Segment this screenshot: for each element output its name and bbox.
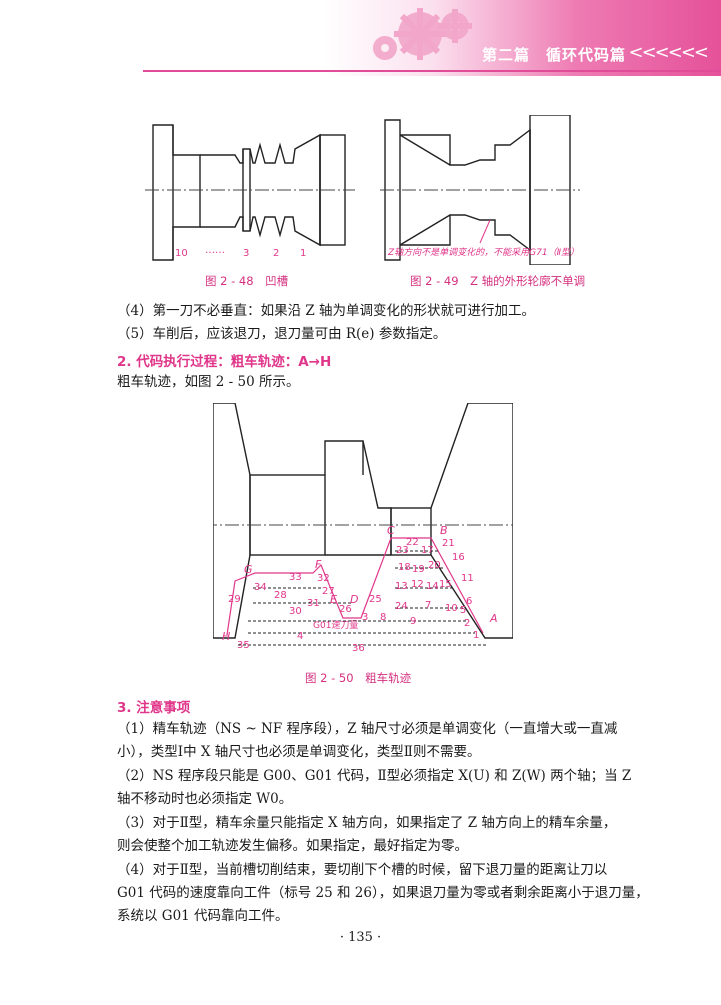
page-number: · 135 · xyxy=(339,930,382,945)
step-label-7: 7 xyxy=(425,600,432,611)
step-label-20: 20 xyxy=(428,560,441,571)
step-label-31: 31 xyxy=(307,598,320,609)
step-label-5: 5 xyxy=(460,605,467,616)
step-label-21: 21 xyxy=(442,538,455,549)
note-1-line-1: （1）精车轨迹（NS ~ NF 程序段），Z 轴尺寸必须是单调变化（一直增大或一… xyxy=(117,721,618,737)
step-label-10: 10 xyxy=(445,603,458,614)
step-label-4: 4 xyxy=(297,631,304,642)
step-label-9: 9 xyxy=(410,616,417,627)
step-label-36: 36 xyxy=(352,643,365,654)
chapter-title: 第二篇 循环代码篇 xyxy=(481,46,626,64)
step-label-3: 3 xyxy=(362,612,369,623)
note-3-line-1: （3）对于Ⅱ型，精车余量只能指定 X 轴方向，如果指定了 Z 轴方向上的精车余量… xyxy=(117,815,617,831)
note-4-line-1: （4）对于Ⅱ型，当前槽切削结束，要切削下个槽的时候，留下退刀量的距离让刀以 xyxy=(117,862,608,878)
groove-label-3: 3 xyxy=(243,248,250,259)
groove-label-ellipsis: …… xyxy=(205,245,225,256)
point-label-h: H xyxy=(222,630,231,643)
figure-2-50-rough-path xyxy=(213,403,513,646)
intro-item-4: （4）第一刀不必垂直：如果沿 Z 轴为单调变化的形状就可进行加工。 xyxy=(117,303,536,319)
step-label-1: 1 xyxy=(473,630,480,641)
point-label-e: E xyxy=(330,593,337,606)
point-label-c: C xyxy=(387,524,395,537)
step-label-8: 8 xyxy=(380,612,387,623)
step-label-23: 23 xyxy=(396,545,409,556)
step-label-27: 27 xyxy=(322,586,335,597)
note-1-line-2: 小），类型Ⅰ中 X 轴尺寸也必须是单调变化，类型Ⅱ则不需要。 xyxy=(117,744,481,760)
intro-item-5: （5）车削后，应该退刀，退刀量可由 R(e) 参数指定。 xyxy=(117,326,447,342)
point-label-d: D xyxy=(350,593,359,606)
step-label-29: 29 xyxy=(228,594,241,605)
step-label-32: 32 xyxy=(317,573,330,584)
note-2-line-2: 轴不移动时也必须指定 W0。 xyxy=(117,791,293,807)
step-label-18: 18 xyxy=(398,562,411,573)
step-label-25: 25 xyxy=(369,594,382,605)
note-2-line-1: （2）NS 程序段只能是 G00、G01 代码，Ⅱ型必须指定 X(U) 和 Z(… xyxy=(117,768,632,784)
step-label-17: 17 xyxy=(421,545,434,556)
note-4-line-2: G01 代码的速度靠向工件（标号 25 和 26），如果退刀量为零或者剩余距离小… xyxy=(117,885,649,901)
point-label-a: A xyxy=(490,612,498,625)
step-label-13: 13 xyxy=(395,581,408,592)
step-label-28: 28 xyxy=(274,590,287,601)
g01-approach-label: G01速刀量 xyxy=(313,621,359,631)
groove-label-10: 10 xyxy=(175,248,188,259)
gear-decoration-icon xyxy=(373,8,472,60)
step-label-35: 35 xyxy=(237,640,250,651)
step-label-12: 12 xyxy=(411,579,424,590)
section-2-heading: 2. 代码执行过程：粗车轨迹：A→H xyxy=(117,354,332,370)
step-label-34: 34 xyxy=(254,582,267,593)
step-label-15: 15 xyxy=(439,579,452,590)
step-label-6: 6 xyxy=(466,596,473,607)
step-label-19: 19 xyxy=(412,564,425,575)
figure-2-49-caption: 图 2 - 49 Z 轴的外形轮廓不单调 xyxy=(410,274,586,288)
figure-2-48-groove xyxy=(145,124,355,261)
step-label-2: 2 xyxy=(464,618,471,629)
point-label-b: B xyxy=(440,524,448,537)
profile-note: Z轴方向不是单调变化的，不能采用G71（Ⅱ型） xyxy=(388,248,580,258)
step-label-22: 22 xyxy=(406,537,419,548)
step-label-26: 26 xyxy=(339,604,352,615)
step-label-16: 16 xyxy=(452,552,465,563)
figure-2-50-caption: 图 2 - 50 粗车轨迹 xyxy=(305,671,412,685)
groove-label-2: 2 xyxy=(273,248,280,259)
point-label-g: G xyxy=(244,563,253,576)
section-2-text: 粗车轨迹，如图 2 - 50 所示。 xyxy=(117,374,300,390)
step-label-11: 11 xyxy=(461,573,474,584)
header-rule xyxy=(143,70,721,72)
groove-label-1: 1 xyxy=(300,248,307,259)
step-label-14: 14 xyxy=(426,581,439,592)
note-3-line-2: 则会使整个加工轨迹发生偏移。如果指定，最好指定为零。 xyxy=(117,838,468,854)
figure-2-48-caption: 图 2 - 48 凹槽 xyxy=(205,274,289,288)
point-label-f: F xyxy=(315,558,322,571)
figure-2-49-profile xyxy=(380,115,580,265)
note-4-line-3: 系统以 G01 代码靠向工件。 xyxy=(117,908,289,924)
header-band xyxy=(0,0,721,76)
section-3-heading: 3. 注意事项 xyxy=(117,700,191,716)
step-label-33: 33 xyxy=(289,572,302,583)
chevron-decoration-icon: <<<<<< xyxy=(628,42,709,63)
step-label-24: 24 xyxy=(395,601,408,612)
step-label-30: 30 xyxy=(289,606,302,617)
